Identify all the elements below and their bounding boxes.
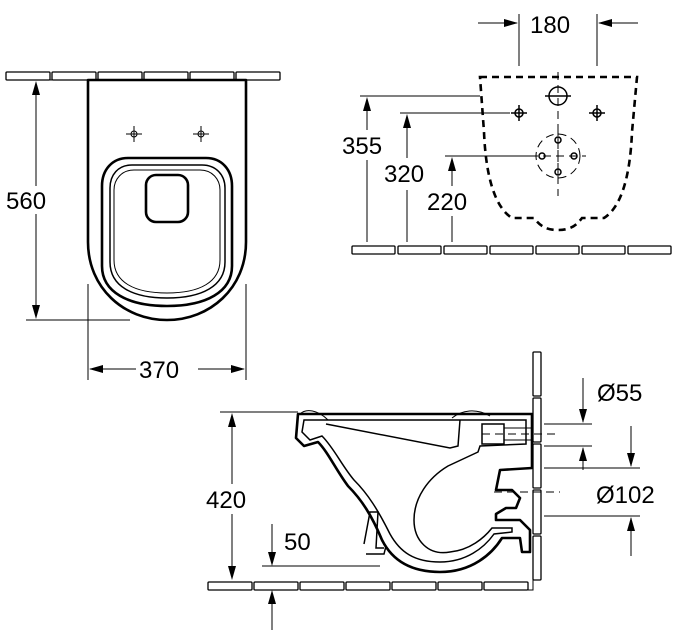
- spacing-label: 180: [530, 12, 570, 39]
- fixing-mark-left: [126, 126, 142, 142]
- height-dimension: 420: [206, 411, 298, 580]
- height-a-label: 355: [342, 133, 382, 160]
- height-b-dimension: 320: [384, 112, 510, 242]
- side-view-floor: [207, 581, 529, 591]
- inlet-dimension: Ø55: [544, 378, 642, 470]
- depth-dimension: 560: [6, 79, 130, 321]
- width-label: 370: [139, 357, 179, 384]
- rim-detail: [325, 419, 461, 449]
- height-b-label: 320: [384, 161, 424, 188]
- foot-detail: [363, 511, 387, 555]
- side-view-wall: [528, 351, 542, 591]
- outlet-dimension: Ø102: [544, 426, 655, 556]
- spacing-dimension: 180: [478, 12, 638, 66]
- height-c-dimension: 220: [427, 155, 532, 242]
- depth-label: 560: [6, 188, 46, 215]
- rear-outlet: [530, 128, 586, 184]
- bowl-outline: [86, 78, 248, 322]
- rear-hole-right: [589, 105, 605, 121]
- rear-hole-left: [511, 105, 527, 121]
- width-dimension: 370: [87, 284, 247, 384]
- height-a-dimension: 355: [342, 95, 480, 242]
- side-view: 420 50 Ø55 Ø102: [206, 351, 655, 630]
- floor-offset-dimension: 50: [262, 524, 380, 630]
- fixing-mark-right: [193, 126, 209, 142]
- rim-detail-2: [299, 410, 491, 421]
- rim-opening: [144, 173, 190, 224]
- top-view: 560 370: [5, 71, 281, 384]
- inlet-label: Ø55: [597, 380, 642, 407]
- rear-view-floor: [351, 245, 672, 255]
- height-label: 420: [206, 487, 246, 514]
- seat-ring-outer: [100, 156, 234, 308]
- height-c-label: 220: [427, 189, 467, 216]
- bowl-profile-inner: [301, 419, 527, 563]
- top-view-wall: [5, 71, 281, 81]
- bowl-profile-outer: [294, 412, 534, 574]
- floor-offset-label: 50: [284, 529, 311, 556]
- rear-view: 180 355 320 220: [342, 12, 672, 255]
- seat-ring-inner: [109, 164, 226, 299]
- rear-inlet-top: [545, 86, 571, 106]
- outlet-label: Ø102: [596, 482, 655, 509]
- seat-ring-inner-2: [113, 169, 221, 294]
- inlet-spigot: [481, 423, 560, 445]
